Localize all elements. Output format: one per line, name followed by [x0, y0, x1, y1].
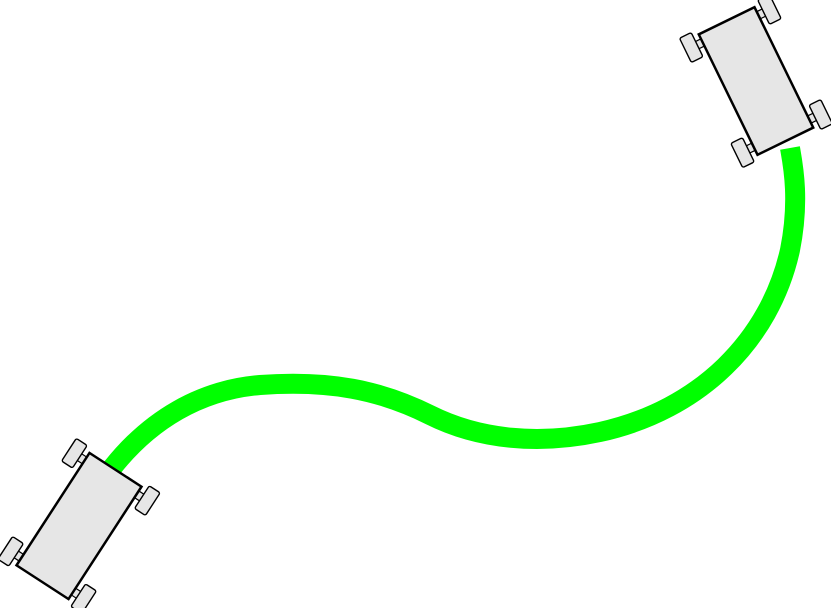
- wheel: [679, 32, 706, 63]
- vehicle-body: [14, 451, 144, 601]
- start-vehicle: [0, 438, 161, 608]
- wheel: [806, 99, 831, 130]
- trajectory-path: [104, 146, 806, 475]
- vehicle-body: [697, 5, 815, 157]
- end-vehicle: [679, 0, 831, 168]
